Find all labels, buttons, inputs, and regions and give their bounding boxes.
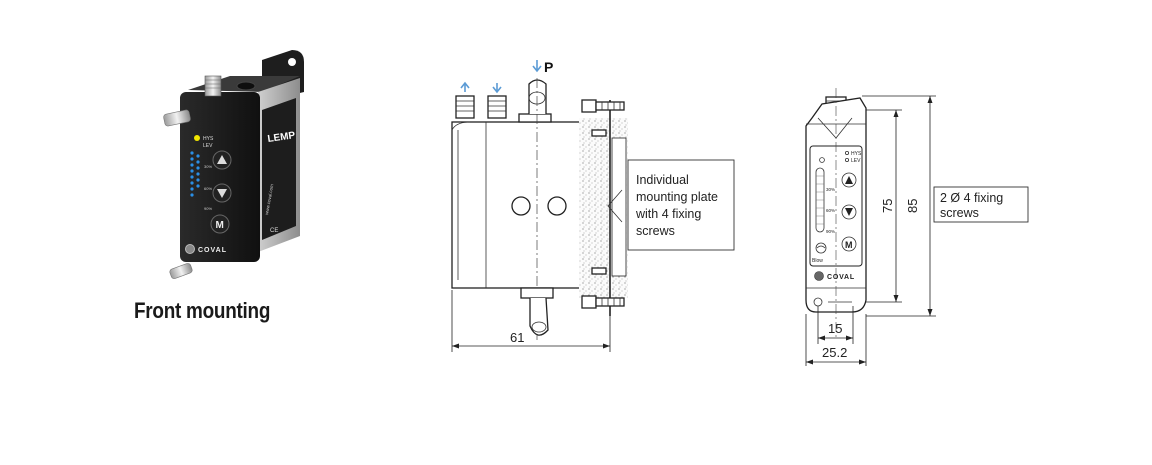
mounting-plate-chevron: [607, 189, 623, 223]
blow-label: Blow: [812, 258, 823, 264]
plate-screw-top-head: [581, 99, 597, 113]
dim-75-label: 75: [880, 199, 895, 213]
plate-clip-top: [591, 129, 607, 137]
plate-screw-top-thread: [601, 102, 621, 110]
front-mode-key-label: M: [845, 240, 853, 250]
product-render: LEMP www.coval.com CE HYS LEV 30% 60% 90…: [163, 50, 304, 279]
lev-label: LEV: [203, 143, 213, 149]
dim-61-label: 61: [510, 330, 524, 345]
plate-callout-line-3: with 4 fixing: [635, 207, 701, 221]
plate-clip-bottom: [591, 267, 607, 275]
mode-key: [210, 214, 230, 234]
side-body-corner: [451, 121, 471, 131]
scale-90: 90%: [204, 206, 212, 211]
screws-callout-line-1: 2 Ø 4 fixing: [940, 191, 1003, 205]
front-scale-60: 60%: [826, 208, 835, 213]
pressure-arrow-icon: [532, 60, 542, 73]
coval-logo-icon: [185, 244, 195, 254]
plate-screw-bottom-thread: [601, 298, 621, 306]
pressure-fitting: [528, 79, 547, 114]
screws-callout-line-2: screws: [940, 206, 979, 220]
exhaust-port: [236, 81, 256, 91]
dim-15-label: 15: [828, 321, 842, 336]
m8-connector: [204, 75, 222, 97]
fixing-screw-top: [163, 109, 191, 127]
inlet-arrow-icon: [492, 83, 502, 94]
down-arrow-icon: [217, 189, 227, 198]
blow-icon-wave: [816, 245, 826, 249]
front-view-drawing: HYS LEV 30% 60% 90% M Blow COVAL 75 8: [805, 88, 1029, 366]
led-yellow: [194, 135, 200, 141]
side-hole-right: [547, 196, 567, 216]
plate-callout-line-1: Individual: [636, 173, 689, 187]
product-side-label: [262, 98, 296, 240]
plate-screw-bottom-shank: [595, 297, 625, 307]
front-bargraph-segments: [816, 175, 824, 225]
connector-thread: [205, 79, 221, 89]
blow-icon: [815, 242, 827, 254]
hys-led: [845, 150, 850, 155]
pressure-port-label: P: [544, 59, 553, 75]
side-view-drawing: P Individual mounting plate with 4 fixin…: [451, 59, 735, 352]
side-hole-left: [511, 196, 531, 216]
bottom-port-base: [520, 287, 554, 299]
front-mounting-caption: Front mounting: [134, 298, 271, 323]
vacuum-port-base: [518, 113, 552, 123]
front-scale-30: 30%: [826, 187, 835, 192]
product-front-face: [180, 92, 260, 262]
front-down-arrow-icon: [845, 208, 853, 216]
connector-stub-2: [487, 95, 507, 119]
front-logo-icon: [814, 271, 824, 281]
led-bargraph: [190, 151, 200, 197]
dim-252-label: 25.2: [822, 345, 847, 360]
plate-callout-line-4: screws: [636, 224, 675, 238]
dim-252-arrows: [806, 359, 866, 365]
plate-callout-line-2: mounting plate: [636, 190, 718, 204]
exhaust-arrow-icon: [460, 81, 470, 92]
side-brand-text: LEMP: [267, 130, 296, 145]
hys-label: HYS: [203, 136, 214, 142]
front-lev-label: LEV: [851, 158, 861, 164]
front-hys-label: HYS: [851, 151, 862, 157]
up-arrow-icon: [217, 155, 227, 164]
plate-screw-top-shank: [595, 101, 625, 111]
bottom-fitting-hole: [531, 321, 547, 333]
scale-60: 60%: [204, 186, 212, 191]
plate-callout-box: [627, 159, 735, 251]
front-up-arrow-icon: [845, 176, 853, 184]
connector-stub-1: [455, 95, 475, 119]
bracket-hole: [288, 58, 296, 66]
connector-stub-2-thread: [488, 100, 506, 112]
dim-15-arrows: [818, 335, 853, 341]
mounting-plate-insert: [611, 137, 627, 277]
front-brand-text: COVAL: [198, 247, 227, 254]
front-led: [819, 157, 825, 163]
mode-key-label: M: [216, 220, 224, 231]
side-ce-text: CE: [270, 228, 278, 234]
lev-led: [845, 157, 850, 162]
dim-85-label: 85: [905, 199, 920, 213]
fixing-screw-bottom: [169, 263, 193, 279]
front-mode-key: [841, 236, 857, 252]
front-brand-text: COVAL: [827, 274, 855, 281]
connector-stub-1-thread: [456, 100, 474, 112]
front-scale-90: 90%: [826, 229, 835, 234]
front-up-key: [841, 172, 857, 188]
front-down-key: [841, 204, 857, 220]
bottom-fitting: [529, 297, 549, 336]
side-web-text: www.coval.com: [264, 184, 274, 216]
screws-callout-box: [933, 186, 1029, 223]
plate-screw-bottom-head: [581, 295, 597, 309]
scale-30: 30%: [204, 164, 212, 169]
